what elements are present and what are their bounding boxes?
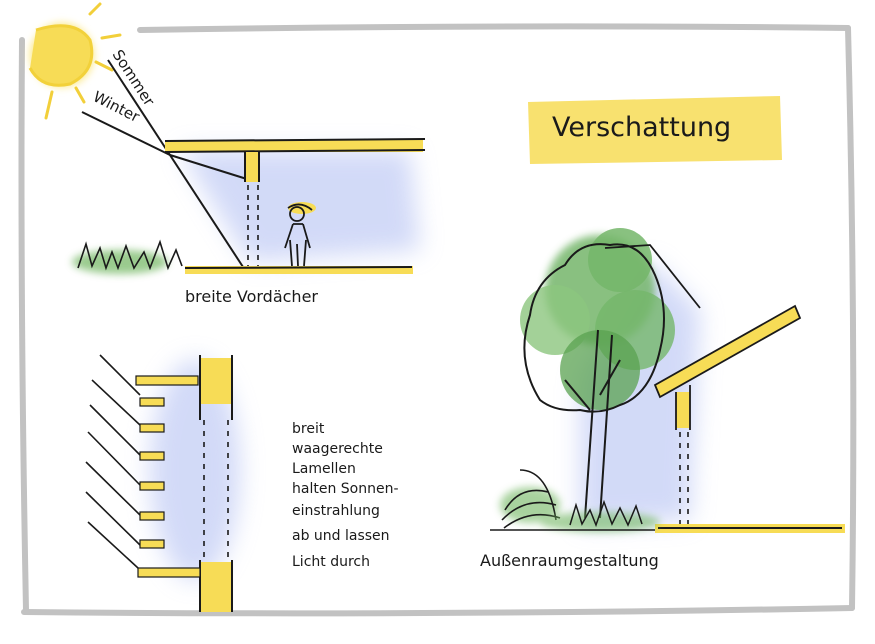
outdoor-caption: Außenraumgestaltung: [480, 551, 659, 570]
frame-border: [18, 23, 857, 617]
overhang-caption: breite Vordächer: [185, 287, 318, 306]
louver-sun-rays: [85, 354, 141, 569]
window-dashed: [247, 185, 259, 268]
winter-ray-continued: [169, 154, 251, 181]
louver-text-line: Licht durch: [292, 554, 370, 570]
wall-outline: [244, 152, 260, 182]
louver-description: breit waagerechte Lamellen halten Sonnen…: [292, 421, 399, 570]
grass-left: [77, 239, 183, 271]
title-block: Verschattung: [528, 96, 782, 164]
overhang-diagram: Sommer Winter breite Vordächer: [72, 46, 426, 306]
louver-wall-top: [200, 358, 232, 404]
tree-crown: [520, 228, 675, 413]
summer-ray: [107, 59, 246, 271]
tree-trunk: [564, 329, 621, 519]
overhang-wall: [245, 152, 259, 182]
sun: [28, 2, 122, 120]
roof-outline: [164, 138, 426, 153]
louver-shadow: [150, 360, 240, 580]
louver-text-line: halten Sonnen-: [292, 481, 399, 497]
house-wall: [676, 392, 690, 428]
house-wall-outline: [675, 385, 691, 430]
louver-text-line: Lamellen: [292, 461, 356, 477]
louver-window-dashed: [203, 420, 229, 560]
louver-text-line: ab und lassen: [292, 528, 390, 544]
overhang-floor: [185, 266, 413, 274]
grass-right: [569, 499, 643, 528]
louver-slats: [135, 375, 201, 578]
louver-wall-bottom: [200, 562, 232, 612]
overhang-roof: [165, 140, 423, 152]
wall-top-outline: [199, 355, 233, 420]
grass-glow-right: [540, 512, 660, 532]
person-figure: [284, 202, 316, 267]
louver-text-line: waagerechte: [292, 441, 383, 457]
page-title: Verschattung: [552, 112, 731, 143]
bush: [500, 469, 561, 529]
outdoor-diagram: Außenraumgestaltung: [480, 228, 845, 570]
louver-diagram: breit waagerechte Lamellen halten Sonnen…: [85, 354, 399, 612]
title-highlight: [528, 96, 782, 164]
winter-ray: [81, 111, 171, 156]
louver-text-line: breit: [292, 421, 325, 437]
louver-text-line: einstrahlung: [292, 503, 380, 519]
tree-light-line: [604, 244, 701, 309]
house-roof: [653, 304, 802, 399]
floor-line: [184, 266, 413, 269]
house-window-dashed: [679, 432, 689, 525]
